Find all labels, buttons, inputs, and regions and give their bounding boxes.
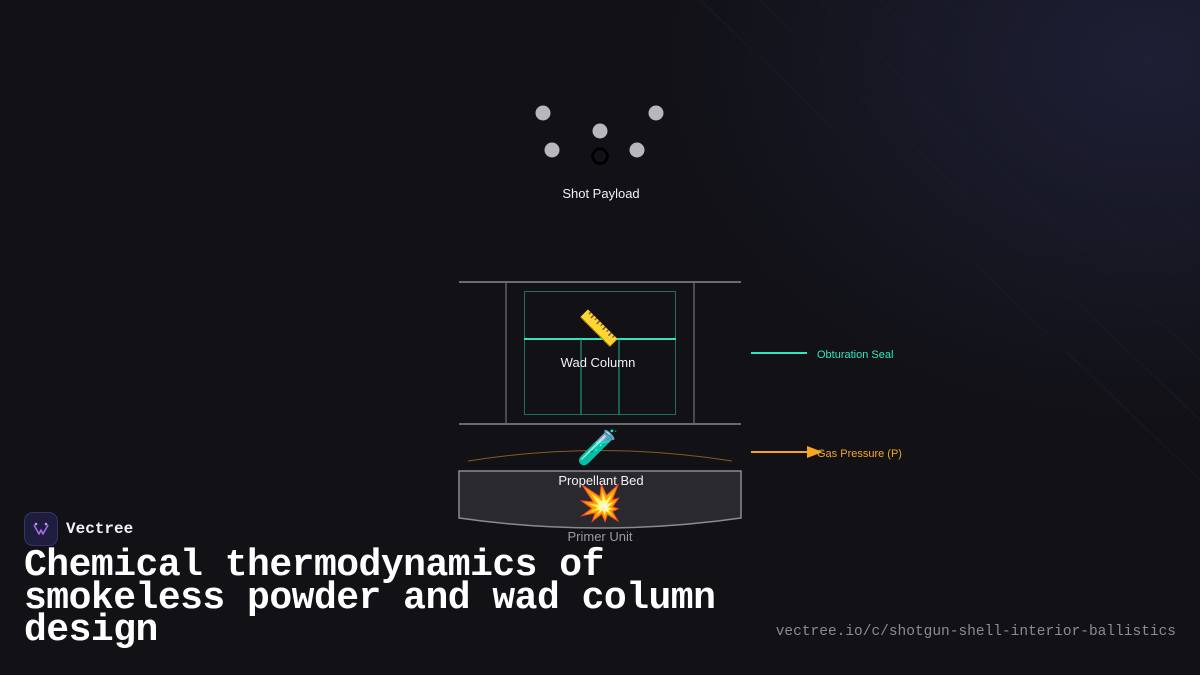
- wad-column-icon: 📏: [578, 309, 620, 349]
- shot-payload-label: Shot Payload: [562, 186, 639, 201]
- shot-pellet: [629, 142, 645, 158]
- wad-column-label: Wad Column: [561, 355, 636, 370]
- seal-callout-label: Obturation Seal: [817, 349, 893, 361]
- gas-expansion-arc: [467, 450, 733, 462]
- shot-pellet: [544, 142, 560, 158]
- wad-column: [524, 291, 676, 415]
- shot-pellet: [592, 123, 608, 139]
- primer-unit-label: Primer Unit: [567, 529, 632, 544]
- shot-pellets: [535, 105, 664, 158]
- shot-pellet: [648, 105, 664, 121]
- brand-name: Vectree: [66, 520, 134, 538]
- propellant-bed-icon: 🧪: [577, 428, 619, 468]
- brand: Vectree: [24, 512, 133, 546]
- primer-unit-icon: 💥: [578, 482, 623, 524]
- page-title: Chemical thermodynamics of smokeless pow…: [24, 544, 716, 652]
- course-url: vectree.io/c/shotgun-shell-interior-ball…: [775, 624, 1176, 640]
- propellant-bed-label: Propellant Bed: [558, 473, 643, 488]
- shot-pellet: [535, 105, 551, 121]
- vectree-logo-icon: [24, 512, 58, 546]
- primer-cup: [458, 470, 742, 529]
- shot-payload-icon: ⚪: [584, 135, 616, 179]
- gas-pressure-arrowhead: [807, 446, 823, 458]
- gas-pressure-label: Gas Pressure (P): [817, 448, 902, 460]
